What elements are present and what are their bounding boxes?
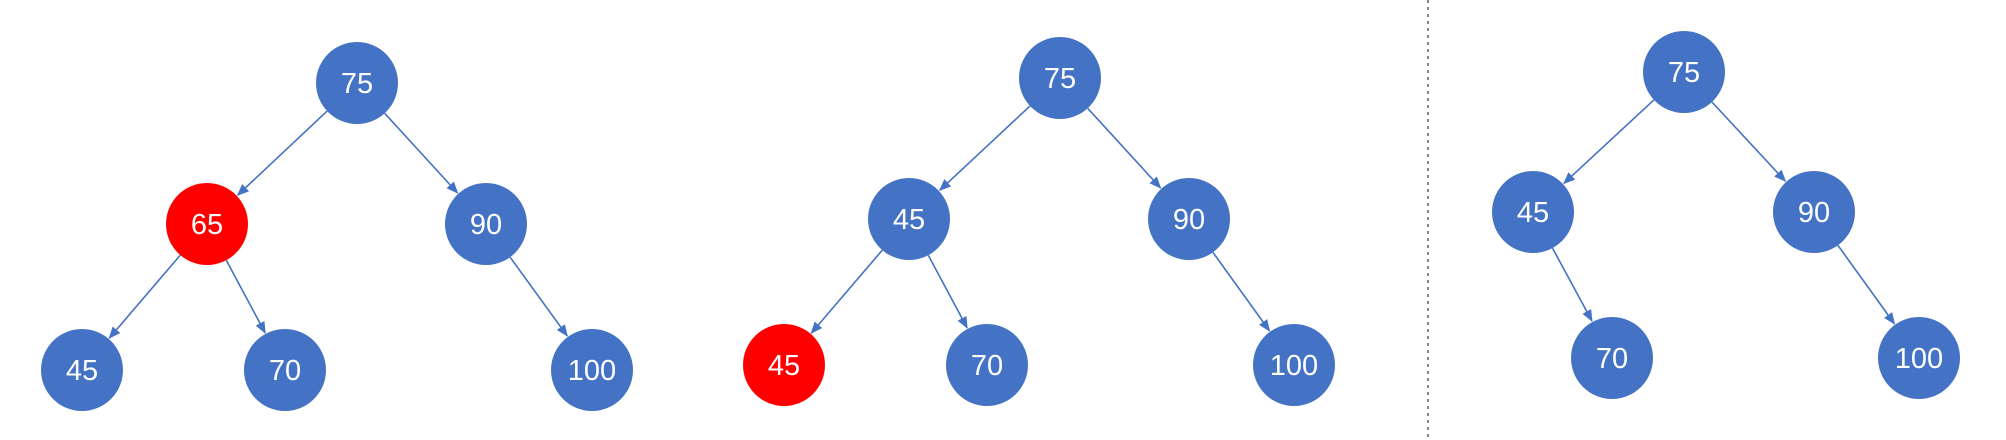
node-label: 45: [893, 204, 925, 236]
node-circle: [1148, 178, 1230, 260]
highlighted-node-t1-left: 65: [166, 183, 248, 265]
edge-arrow-t1-left-to-t1-left-left: [108, 254, 181, 339]
nodes-layer: 75 65 90 45 70 100 75 45 90 45 70 100 75 45 90 70 100: [41, 31, 1960, 411]
node-circle: [743, 324, 825, 406]
tree-3-edges: [1551, 99, 1896, 325]
node-label: 70: [971, 350, 1003, 382]
tree-node-t2-left-right: 70: [946, 324, 1028, 406]
node-circle: [316, 42, 398, 124]
tree-1-edges: [108, 110, 568, 339]
node-circle: [1643, 31, 1725, 113]
edge-arrow-t2-root-to-t2-left: [938, 105, 1031, 191]
edge-arrow-t1-right-to-t1-right-right: [509, 256, 568, 337]
tree-node-t1-right: 90: [445, 183, 527, 265]
node-label: 100: [1895, 343, 1943, 375]
tree-node-t3-left: 45: [1492, 171, 1574, 253]
tree-node-t2-right-right: 100: [1253, 324, 1335, 406]
edge-arrow-t2-root-to-t2-right: [1087, 107, 1162, 189]
tree-node-t3-left-right: 70: [1571, 317, 1653, 399]
tree-2: 75 45 90 45 70 100: [743, 37, 1335, 406]
edge-arrow-t2-right-to-t2-right-right: [1212, 251, 1271, 332]
node-circle: [1878, 317, 1960, 399]
edge-arrow-t3-root-to-t3-right: [1711, 101, 1787, 182]
tree-node-t3-root: 75: [1643, 31, 1725, 113]
node-circle: [1253, 324, 1335, 406]
node-circle: [1492, 171, 1574, 253]
node-circle: [41, 329, 123, 411]
edge-arrow-t1-root-to-t1-right: [384, 112, 459, 194]
tree-node-t3-right: 90: [1773, 171, 1855, 253]
tree-node-t1-root: 75: [316, 42, 398, 124]
node-label: 75: [1668, 57, 1700, 89]
edge-arrow-t2-left-to-t2-left-right: [927, 254, 968, 329]
node-label: 45: [1517, 197, 1549, 229]
edge-arrow-t1-left-to-t1-left-right: [225, 259, 266, 334]
node-label: 65: [191, 209, 223, 241]
tree-3: 75 45 90 70 100: [1492, 31, 1960, 399]
tree-1: 75 65 90 45 70 100: [41, 42, 633, 411]
node-label: 100: [568, 355, 616, 387]
tree-node-t3-right-right: 100: [1878, 317, 1960, 399]
edge-arrow-t3-right-to-t3-right-right: [1837, 244, 1896, 325]
node-circle: [551, 329, 633, 411]
tree-node-t2-root: 75: [1019, 37, 1101, 119]
tree-node-t1-right-right: 100: [551, 329, 633, 411]
node-label: 90: [1173, 204, 1205, 236]
edge-arrow-t3-left-to-t3-left-right: [1551, 247, 1593, 322]
tree-node-t2-left: 45: [868, 178, 950, 260]
tree-node-t1-left-right: 70: [244, 329, 326, 411]
edge-arrow-t3-root-to-t3-left: [1563, 99, 1655, 185]
node-label: 70: [1596, 343, 1628, 375]
node-circle: [445, 183, 527, 265]
node-circle: [1773, 171, 1855, 253]
node-label: 70: [269, 355, 301, 387]
tree-node-t1-left-left: 45: [41, 329, 123, 411]
node-label: 45: [768, 350, 800, 382]
node-circle: [1571, 317, 1653, 399]
node-label: 75: [1044, 63, 1076, 95]
edge-arrow-t2-left-to-t2-left-left: [810, 249, 883, 334]
edges-layer: [108, 99, 1896, 339]
node-label: 45: [66, 355, 98, 387]
node-label: 75: [341, 68, 373, 100]
node-circle: [244, 329, 326, 411]
node-label: 100: [1270, 350, 1318, 382]
tree-2-edges: [810, 105, 1271, 334]
edge-arrow-t1-root-to-t1-left: [236, 110, 328, 196]
tree-node-t2-right: 90: [1148, 178, 1230, 260]
node-label: 90: [1798, 197, 1830, 229]
node-circle: [1019, 37, 1101, 119]
node-label: 90: [470, 209, 502, 241]
node-circle: [166, 183, 248, 265]
highlighted-node-t2-left-left: 45: [743, 324, 825, 406]
node-circle: [868, 178, 950, 260]
node-circle: [946, 324, 1028, 406]
